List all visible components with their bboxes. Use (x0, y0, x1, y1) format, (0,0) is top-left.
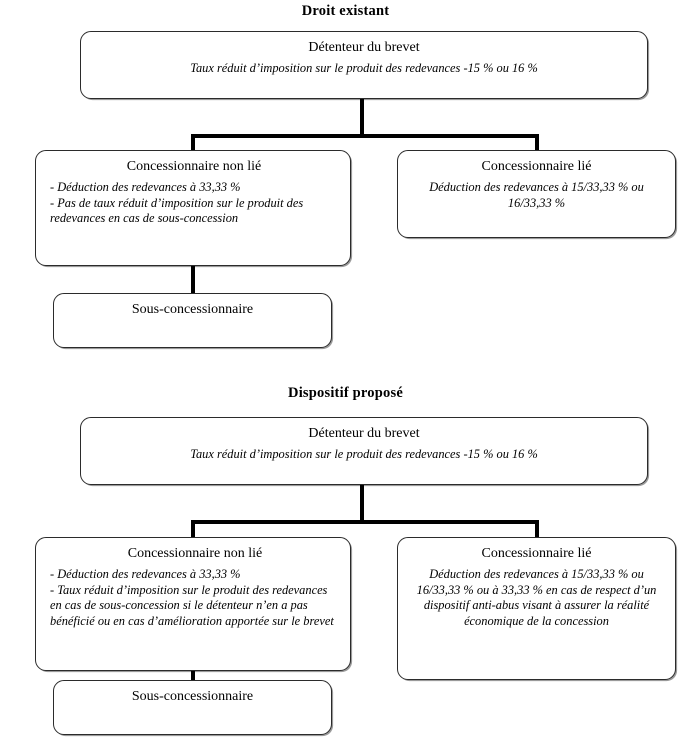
node-body: Taux réduit d’imposition sur le produit … (190, 446, 538, 461)
node-sous-concessionnaire-propose: Sous-concessionnaire (53, 680, 332, 735)
node-concessionnaire-lie-existant: Concessionnaire lié Déduction des redeva… (397, 150, 676, 238)
node-body: Déduction des redevances à 15/33,33 % ou… (429, 179, 644, 210)
node-detenteur-du-brevet-propose: Détenteur du brevet Taux réduit d’imposi… (80, 417, 648, 485)
node-sous-concessionnaire-existant: Sous-concessionnaire (53, 293, 332, 348)
connector-left-drop-existant (191, 134, 195, 152)
connector-leaf-stem-propose (191, 671, 195, 683)
node-title: Concessionnaire lié (481, 546, 592, 561)
connector-right-drop-existant (535, 134, 539, 152)
node-concessionnaire-lie-propose: Concessionnaire lié Déduction des redeva… (397, 537, 676, 680)
node-body-line-1: - Déduction des redevances à 33,33 % (50, 566, 241, 581)
connector-left-drop-propose (191, 520, 195, 539)
node-body-line-2: - Pas de taux réduit d’imposition sur le… (50, 195, 304, 226)
node-title: Détenteur du brevet (308, 426, 420, 441)
node-concessionnaire-non-lie-existant: Concessionnaire non lié - Déduction des … (35, 150, 351, 266)
node-title: Concessionnaire non lié (126, 159, 262, 174)
connector-right-drop-propose (535, 520, 539, 539)
node-body: Déduction des redevances à 15/33,33 % ou… (416, 566, 657, 629)
section-title-droit-existant: Droit existant (301, 3, 390, 19)
node-title: Sous-concessionnaire (131, 302, 254, 317)
connector-split-bar-existant (191, 134, 539, 138)
node-detenteur-du-brevet-existant: Détenteur du brevet Taux réduit d’imposi… (80, 31, 648, 99)
connector-root-stem-existant (360, 99, 364, 138)
section-title-dispositif-propose: Dispositif proposé (288, 385, 403, 401)
node-title: Concessionnaire non lié (127, 546, 263, 561)
connector-split-bar-propose (191, 520, 539, 524)
node-body-line-1: - Déduction des redevances à 33,33 % (50, 179, 241, 194)
node-body: Taux réduit d’imposition sur le produit … (190, 60, 538, 75)
connector-root-stem-propose (360, 485, 364, 523)
node-title: Concessionnaire lié (481, 159, 592, 174)
node-title: Sous-concessionnaire (131, 689, 254, 704)
connector-leaf-stem-existant (191, 266, 195, 294)
node-body-line-2: - Taux réduit d’imposition sur le produi… (50, 582, 334, 629)
node-title: Détenteur du brevet (308, 40, 420, 55)
node-concessionnaire-non-lie-propose: Concessionnaire non lié - Déduction des … (35, 537, 351, 671)
